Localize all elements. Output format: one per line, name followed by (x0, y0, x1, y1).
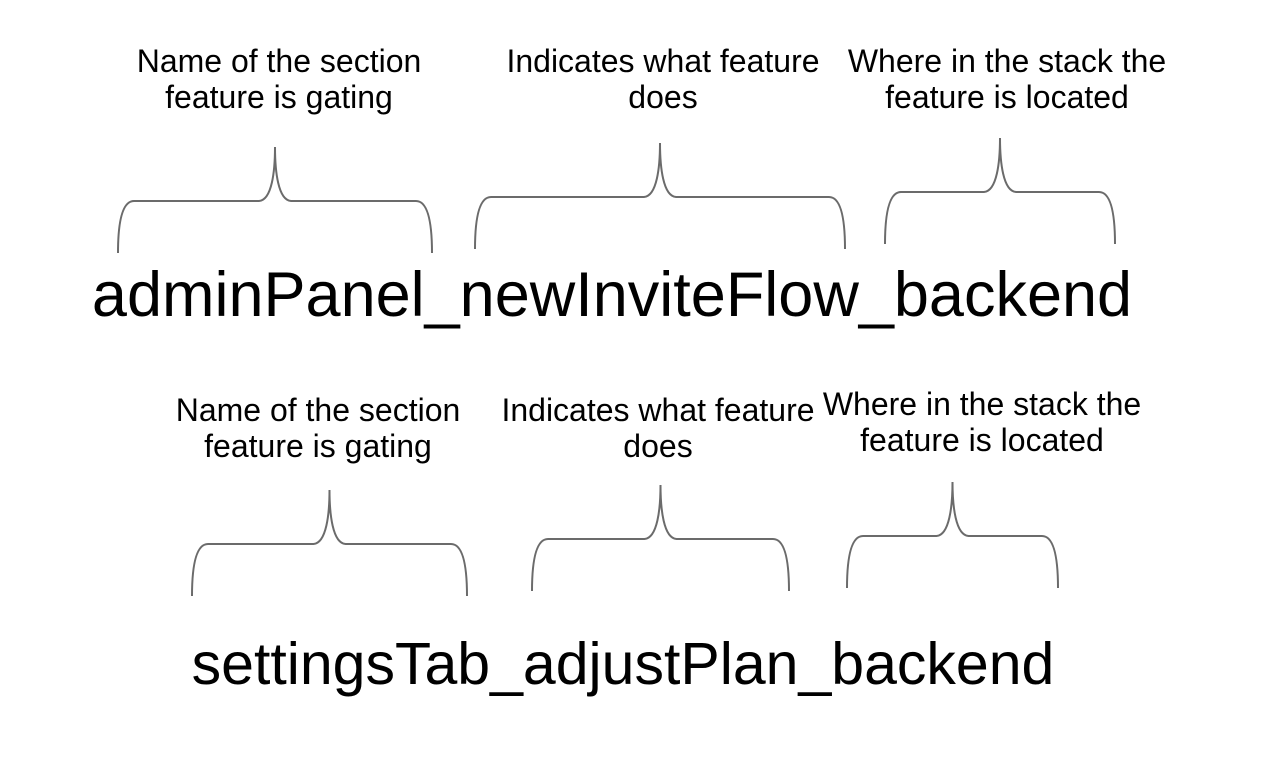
annotation-label-line: Where in the stack the (822, 386, 1142, 422)
annotation-label-feature-action: Indicates what feature does (506, 43, 819, 115)
annotation-label-section-name: Name of the section feature is gating (176, 392, 461, 464)
annotation-label-line: feature is located (860, 422, 1104, 458)
annotation-label-line: Name of the section (175, 392, 461, 428)
annotation-label-feature-action: Indicates what feature does (501, 392, 814, 464)
curly-brace-icon (884, 137, 1116, 245)
curly-brace-icon (117, 146, 433, 254)
annotation-label-line: Where in the stack the (847, 43, 1167, 79)
annotation-label-line: feature is gating (165, 79, 393, 115)
annotation-label-stack-location: Where in the stack the feature is locate… (848, 43, 1166, 115)
annotation-label-line: Indicates what feature (506, 43, 820, 79)
annotation-label-line: feature is located (885, 79, 1129, 115)
annotation-label-line: does (623, 428, 693, 464)
annotation-label-line: Indicates what feature (501, 392, 815, 428)
curly-brace-icon (191, 489, 468, 597)
curly-brace-icon (474, 142, 846, 250)
flag-name-1: adminPanel_newInviteFlow_backend (91, 260, 1133, 330)
curly-brace-icon (531, 484, 790, 592)
annotation-label-line: does (628, 79, 698, 115)
annotation-label-stack-location: Where in the stack the feature is locate… (823, 386, 1141, 458)
annotation-label-section-name: Name of the section feature is gating (137, 43, 422, 115)
curly-brace-icon (846, 481, 1059, 589)
annotation-label-line: feature is gating (204, 428, 432, 464)
annotation-label-line: Name of the section (136, 43, 422, 79)
flag-name-2: settingsTab_adjustPlan_backend (191, 631, 1055, 697)
